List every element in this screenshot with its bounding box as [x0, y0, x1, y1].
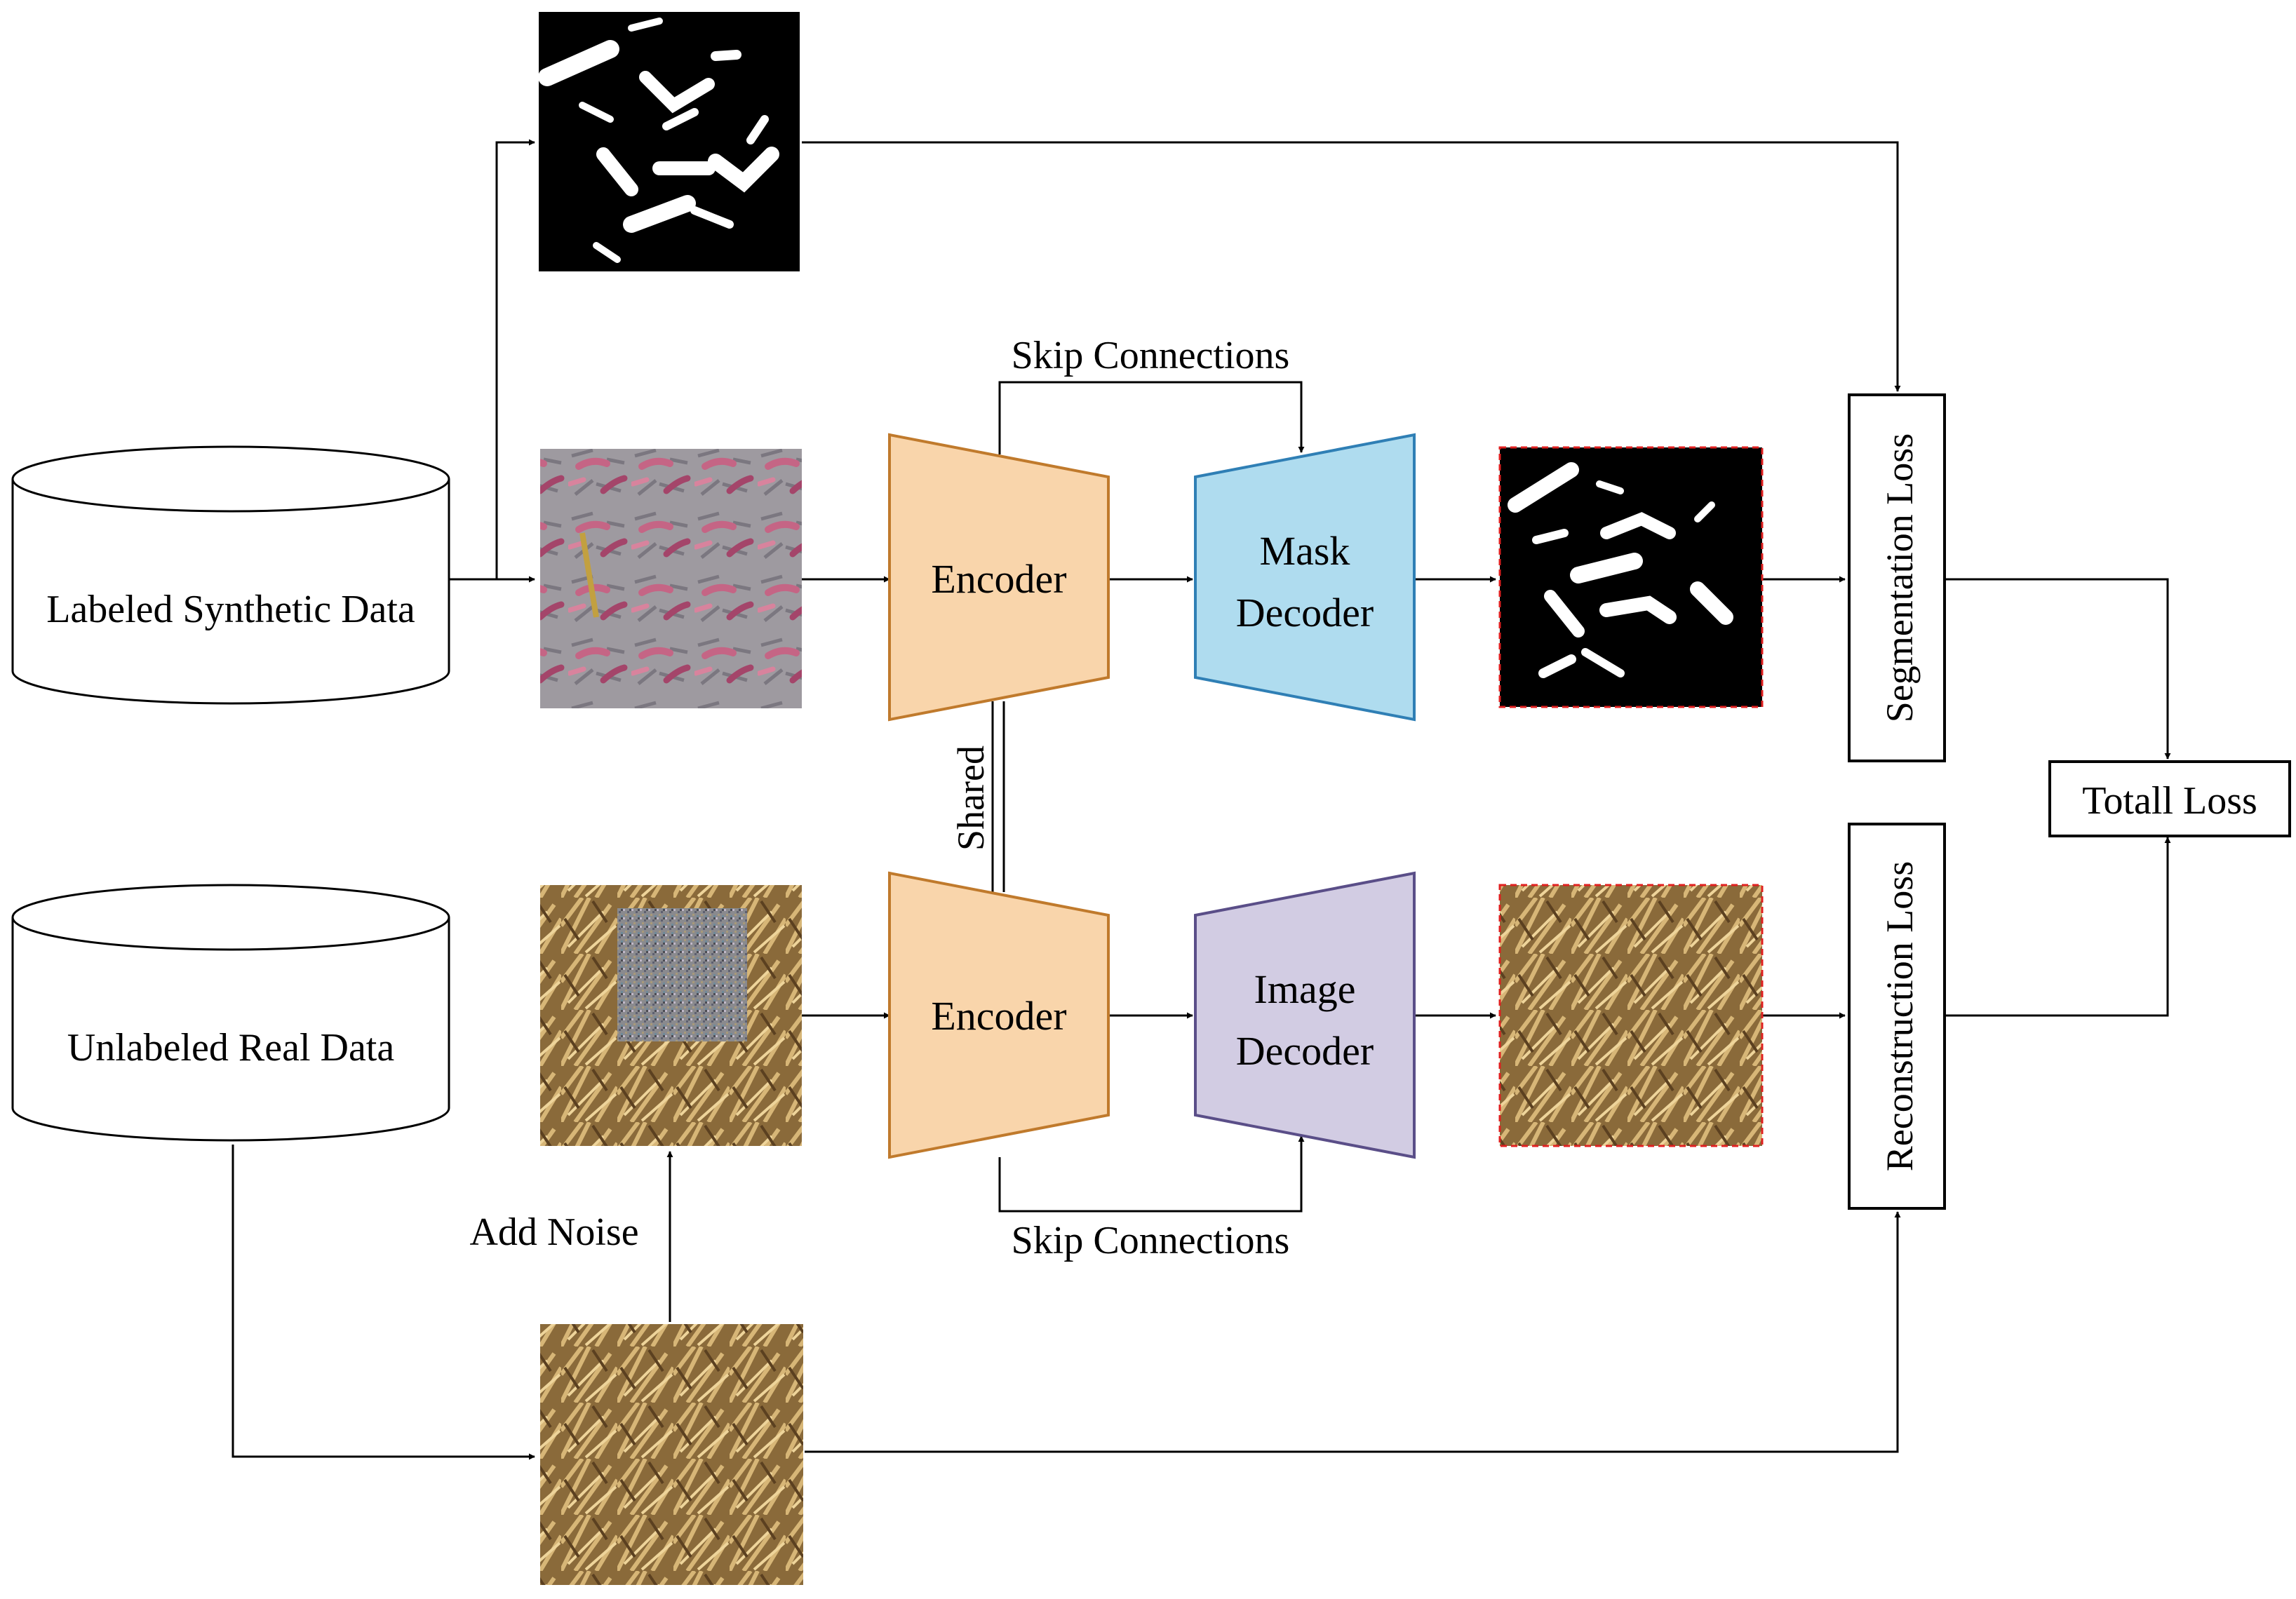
reconstruction-loss-box: Reconstruction Loss — [1848, 823, 1946, 1210]
image-decoder-label-line1: Image — [1254, 966, 1356, 1012]
connections — [231, 139, 2171, 1460]
unlabeled-real-data-label: Unlabeled Real Data — [67, 1026, 395, 1070]
add-noise-label: Add Noise — [469, 1210, 638, 1254]
mask-decoder-label-line1: Mask — [1260, 528, 1350, 574]
encoder-bottom-label: Encoder — [931, 993, 1066, 1039]
skip-connections-bottom-label: Skip Connections — [1012, 1219, 1290, 1262]
noisy-real-input-image — [540, 885, 802, 1146]
encoder-top: Encoder — [888, 433, 1110, 722]
predicted-mask-image — [1498, 446, 1764, 708]
reconstructed-image — [1498, 884, 1764, 1147]
clean-real-image — [540, 1324, 803, 1585]
noise-patch — [617, 908, 747, 1041]
shared-label: Shared — [950, 745, 992, 851]
total-loss-label: Totall Loss — [2082, 779, 2257, 823]
mask-decoder: Mask Decoder — [1194, 433, 1416, 722]
encoder-top-label: Encoder — [931, 556, 1066, 602]
ground-truth-mask-image — [538, 12, 800, 271]
labeled-synthetic-data-cylinder: Labeled Synthetic Data — [11, 445, 450, 705]
segmentation-loss-label: Segmentation Loss — [1879, 433, 1921, 722]
total-loss-box: Totall Loss — [2048, 760, 2291, 837]
segmentation-loss-box: Segmentation Loss — [1848, 393, 1946, 762]
skip-connections-top-label: Skip Connections — [1012, 334, 1290, 377]
image-decoder: Image Decoder — [1194, 871, 1416, 1159]
image-decoder-label-line2: Decoder — [1236, 1028, 1374, 1074]
unlabeled-real-data-cylinder: Unlabeled Real Data — [11, 884, 450, 1142]
synthetic-input-image — [540, 449, 802, 708]
reconstruction-loss-label: Reconstruction Loss — [1879, 861, 1921, 1171]
labeled-synthetic-data-label: Labeled Synthetic Data — [46, 588, 415, 631]
encoder-bottom: Encoder — [888, 871, 1110, 1159]
mask-decoder-label-line2: Decoder — [1236, 590, 1374, 635]
